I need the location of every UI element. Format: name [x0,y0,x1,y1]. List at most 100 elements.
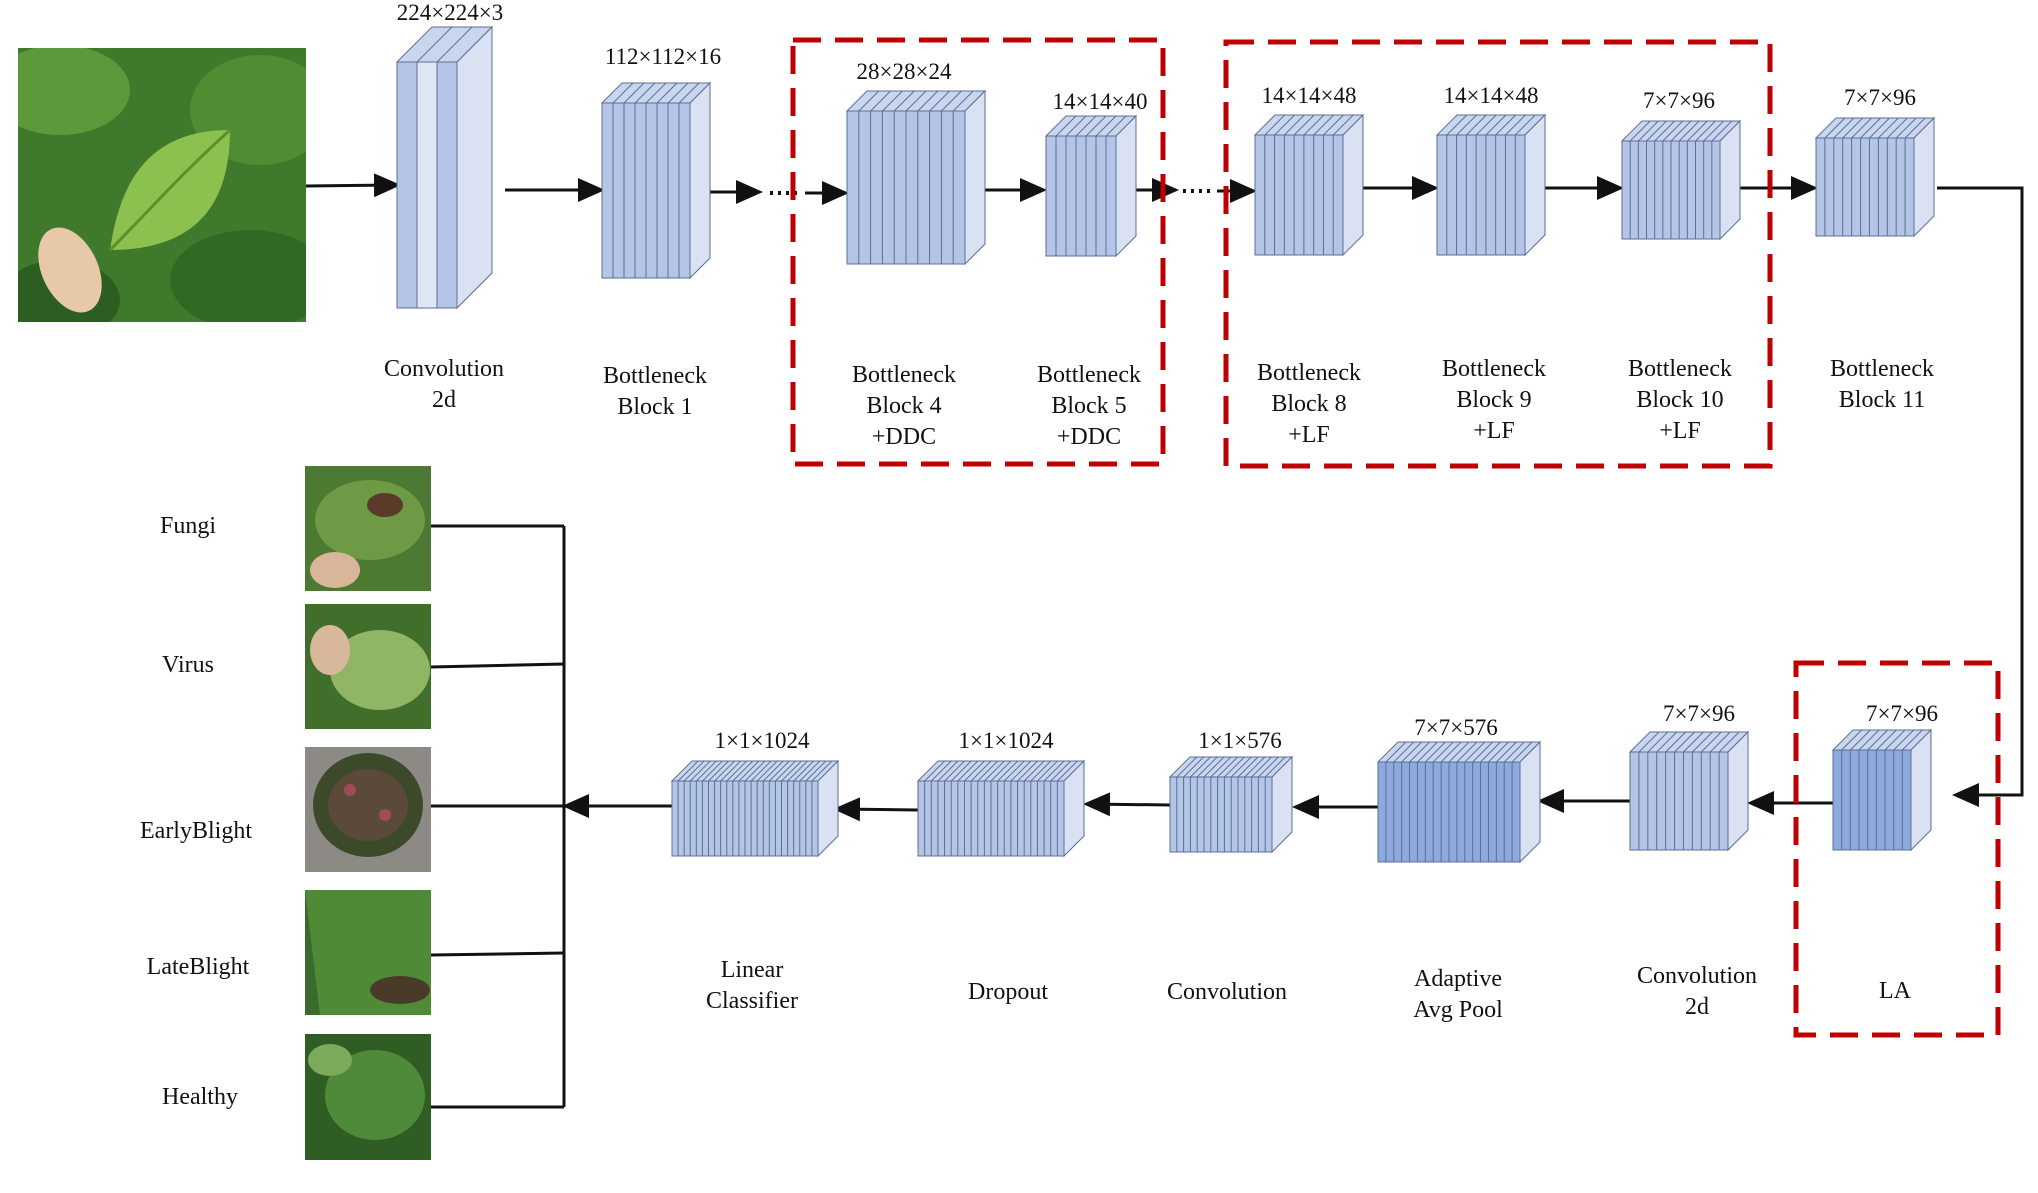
dim-label-dropout: 1×1×1024 [959,728,1054,753]
block-top-stripe [793,760,815,782]
block-top-stripe [1841,729,1863,751]
block-side-face [1342,113,1364,257]
block-top-stripe [1824,117,1846,139]
block-top-stripe [1237,756,1259,778]
block-side-face [1719,119,1741,241]
layer-label-line: Convolution [384,356,504,382]
block-top-stripe [1465,114,1487,136]
block-top-stripe [1637,120,1659,142]
block-top-stripe [750,760,772,782]
dim-label-conv: 1×1×576 [1198,728,1281,753]
block-top-stripe [1638,731,1660,753]
block-top-stripe [1703,120,1725,142]
block-top-stripe [738,760,760,782]
dim-label-conv2d: 224×224×3 [397,0,503,25]
block-top-stripe [1674,731,1695,753]
block-top-stripe [714,760,735,782]
block-top-stripe [1274,114,1295,136]
layer-label-line: +DDC [1057,424,1121,450]
block-top-stripe [930,760,952,782]
class-image-fungi [305,466,431,591]
block-top-stripe [1511,741,1533,763]
block-top-stripe [1860,117,1881,139]
block-side-face [1727,730,1749,852]
block-top-stripe [1709,731,1731,753]
layer-label-line: Convolution [1167,979,1287,1005]
block-side-face [964,89,986,266]
block-side-face [689,81,711,280]
block-top-stripe [1833,117,1855,139]
block-top-stripe [1480,741,1501,763]
layer-label-line: 2d [1685,994,1709,1020]
input-leaf-image [18,48,306,322]
layer-label-line: Adaptive [1414,966,1502,992]
block-top-stripe [695,760,717,782]
layer-label-dropout: Dropout [968,979,1048,1005]
block-top-stripe [1878,117,1899,139]
block-top-stripe [683,760,705,782]
layer-label-line: LA [1879,978,1912,1004]
block-top-stripe [1401,741,1423,763]
bottom-row-arrows [562,789,1833,822]
block-top-stripe [1196,756,1218,778]
block-top-stripe [1904,117,1926,139]
block-linear [670,759,840,858]
block-side-face [456,25,493,310]
block-top-stripe [1901,729,1923,751]
dim-label-la: 7×7×96 [1866,701,1938,726]
block-top-stripe [1251,756,1272,778]
block-top-stripe [1050,760,1072,782]
ddc-group-box [790,37,1166,467]
block-top-stripe [1030,760,1052,782]
block-top-stripe [1456,741,1478,763]
block-top-stripe [1017,760,1038,782]
layer-label-line: Block 4 [866,393,941,419]
block-front-face [1815,137,1915,237]
block-top-stripe [1495,114,1517,136]
block-conv2d [395,25,494,310]
block-top-stripe [689,760,711,782]
class-image-virus [305,604,431,729]
dim-label-b5: 14×14×40 [1053,89,1148,114]
layer-label-line: Dropout [968,979,1048,1005]
lf-group-box [1223,39,1773,469]
block-top-stripe [970,760,992,782]
block-top-stripe [1875,729,1897,751]
block-top-stripe [1514,114,1536,136]
block-top-stripe [756,760,778,782]
block-top-stripe [1446,114,1468,136]
block-top-stripe [1485,114,1507,136]
block-top-stripe [1464,741,1486,763]
class-image-healthy [305,1034,431,1160]
arrow [833,797,919,822]
block-top-stripe [1095,115,1117,137]
layer-label-conv: Convolution [1167,979,1287,1005]
block-top-stripe [957,760,979,782]
block-top-stripe [997,760,1018,782]
block-top-stripe [990,760,1012,782]
layer-label-line: Bottleneck [852,362,956,388]
layer-label-line: Block 1 [617,394,692,420]
block-top-stripe [1313,114,1335,136]
block-top-stripe [1293,114,1315,136]
block-top-stripe [1695,120,1716,142]
block-top-stripe [882,90,903,112]
block-top-stripe [1203,756,1225,778]
block-top-stripe [1893,729,1915,751]
block-top-stripe [1075,115,1097,137]
block-top-stripe [1303,114,1325,136]
block-top-stripe [1849,729,1871,751]
class-labels: Fungi Virus EarlyBlight LateBlight Healt… [140,513,252,1110]
dim-label-b8: 14×14×48 [1262,83,1357,108]
block-top-stripe [436,26,473,63]
layer-label-line: Avg Pool [1413,997,1503,1023]
block-top-stripe [1718,731,1740,753]
block-top-stripe [1448,741,1470,763]
block-top-stripe [1629,120,1651,142]
block-top-stripe [1424,741,1446,763]
